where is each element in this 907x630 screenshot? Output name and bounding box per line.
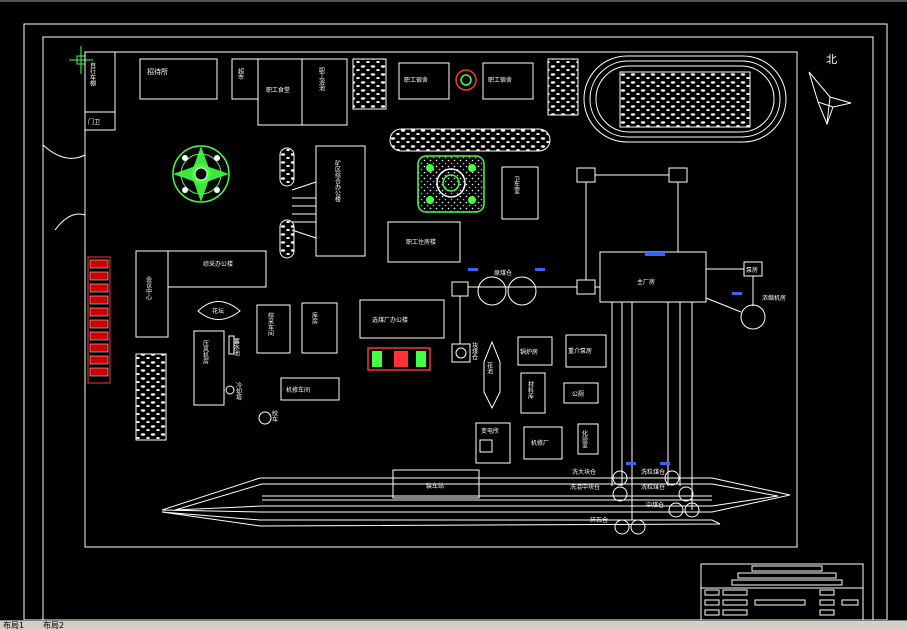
warehouse: [301, 302, 338, 354]
supermarket-label: 超市: [237, 67, 244, 81]
staff-apartment-label: 职工住房楼: [406, 238, 436, 246]
flower-bed-small: [455, 69, 477, 91]
greenbelt-1: [352, 58, 387, 110]
flower-garden-left: [172, 145, 230, 203]
main-plant: [599, 251, 707, 303]
parking-lot: [87, 256, 111, 384]
gate-label: 门卫: [88, 118, 100, 126]
clinic-label: 卫生室: [513, 176, 520, 194]
flower-garden-center: [417, 155, 485, 213]
material-store-label: 材料库: [527, 380, 534, 400]
comprehensive-workshop: [256, 304, 291, 354]
thickener-label: 浓缩机房: [762, 294, 786, 302]
machine-shop-label: 机修厂: [531, 439, 549, 447]
cooling-tower-label: 冷却塔: [235, 381, 242, 401]
railway-tracks: [161, 477, 791, 527]
clinic: [501, 166, 539, 220]
coal-bin-1: [477, 276, 507, 306]
compressor-room: [193, 330, 225, 406]
conference-label: 会议中心: [145, 275, 152, 300]
boiler-room-label: 锅炉房: [520, 348, 538, 356]
mining-office: [167, 250, 267, 288]
layout-tab-bar: 布局1 布局2: [0, 620, 907, 630]
guest-house-label: 招待所: [147, 67, 168, 76]
substation: [475, 422, 511, 464]
compressor-label: 压风机房: [202, 340, 209, 365]
prep-plant-office: [359, 299, 445, 339]
washed-large-bin-label: 洗大块仓: [572, 468, 596, 476]
mid-coal-bin-label: 中煤仓: [646, 501, 664, 509]
outer-frame: [23, 23, 888, 621]
medium-pump-room-label: 重介泵房: [568, 347, 592, 355]
compass-north-icon: 北: [808, 53, 852, 126]
lab: [577, 423, 599, 455]
tab-layout-1[interactable]: 布局1: [3, 621, 25, 630]
mining-office-label: 综采办公楼: [203, 260, 233, 268]
substation-label: 变电所: [481, 427, 499, 435]
winch: [258, 411, 272, 425]
dorm-1-label: 职工宿舍: [404, 76, 428, 84]
sports-track: [583, 55, 787, 143]
mine-office-label: 矿区综合办公楼: [334, 159, 341, 203]
flower-pond-oval-label: 花池: [486, 361, 493, 374]
washed-mid-bin-label: 洗混中块仓: [570, 483, 600, 491]
main-plant-label: 主厂房: [637, 278, 655, 286]
repair-workshop-label: 机修车间: [286, 386, 310, 394]
conveyor-lines: [451, 167, 688, 344]
thickener: [740, 304, 766, 330]
loading-building: [451, 343, 471, 363]
dorm-2: [482, 62, 534, 100]
winch-label: 绞车: [271, 409, 278, 423]
conference-center: [135, 250, 169, 338]
title-block: [700, 563, 864, 621]
loading-station: [392, 469, 480, 499]
tab-layout-2[interactable]: 布局2: [43, 621, 65, 630]
comprehensive-workshop-label: 综采车间: [267, 311, 274, 337]
site-boundary: [84, 51, 798, 548]
material-store: [520, 372, 546, 414]
warehouse-label: 库房: [311, 311, 318, 325]
coal-bin-2: [507, 276, 537, 306]
medium-pump-room: [565, 334, 607, 368]
coal-bin-label: 原煤仓: [494, 269, 512, 277]
repair-workshop: [280, 377, 340, 401]
bathhouse: [301, 58, 348, 126]
cooling-tower: [225, 385, 235, 395]
dorm-1: [398, 62, 450, 100]
bicycle-shed-label: 自行车棚: [89, 61, 96, 87]
loading-station-label: 装车站: [426, 482, 444, 490]
bicycle-shed: [84, 51, 116, 131]
prep-plant-office-label: 选煤厂办公楼: [372, 316, 408, 324]
lab-label: 化验室: [581, 429, 588, 448]
flower-bed-label: 花坛: [212, 307, 224, 315]
guest-house: [139, 58, 218, 100]
water-pool-label: 蓄水池: [233, 337, 240, 356]
boiler-room: [517, 336, 553, 366]
north-label: 北: [826, 53, 837, 66]
pump-room-label: 泵房: [746, 266, 758, 274]
greenbelt-3: [135, 353, 167, 441]
greenbelt-2: [547, 58, 579, 116]
machine-shop: [523, 426, 563, 460]
mine-office: [315, 145, 366, 257]
flower-pond: [367, 347, 431, 371]
public-wc: [563, 382, 599, 404]
washed-small-bin-label: 洗粒煤仓: [641, 468, 665, 476]
flower-pond-oval: [483, 340, 501, 410]
greenbelt-strip: [389, 128, 551, 152]
public-wc-label: 公厕: [572, 391, 584, 398]
dorm-2-label: 职工宿舍: [488, 76, 512, 84]
flower-bed: 花坛: [197, 301, 241, 320]
canteen-label: 职工食堂: [266, 86, 290, 94]
staff-apartment: [387, 221, 461, 263]
bathhouse-label: 职工浴池: [318, 67, 325, 91]
washed-small-bin-label-2: 洗粒煤仓: [641, 483, 665, 491]
small-coal-bin-label: 块煤仓: [471, 341, 478, 360]
